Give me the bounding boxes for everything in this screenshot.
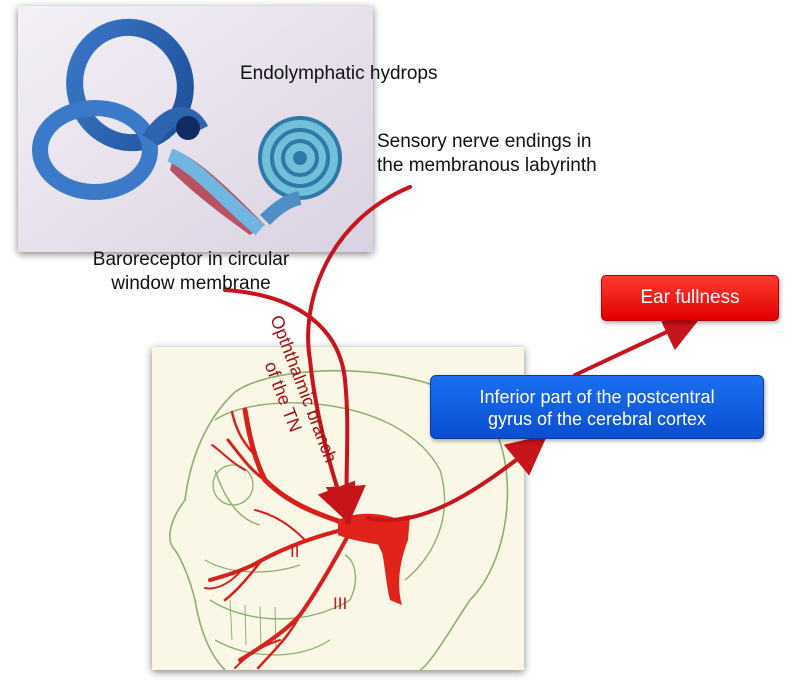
label-sensory-nerve-endings: Sensory nerve endings in the membranous … [377,130,597,178]
arrow-baroreceptor-to-ganglion [223,288,366,526]
label-sensory-line1: Sensory nerve endings in [377,131,592,152]
ear-fullness-box: Ear fullness [601,275,779,321]
arrow-sensory-to-ganglion [306,185,412,525]
gyrus-line2: gyrus of the cerebral cortex [487,409,707,429]
inner-ear-illustration [18,6,373,252]
label-sensory-line2: the membranous labyrinth [377,155,597,176]
arrow-cortex-to-ear-fullness [573,314,703,377]
label-baroreceptor: Baroreceptor in circular window membrane [78,248,304,296]
label-baro-line2: window membrane [111,273,271,294]
label-branch-ii: II [290,542,300,561]
arrow-ganglion-to-cortex [366,434,548,523]
postcentral-gyrus-box: Inferior part of the postcentral gyrus o… [430,375,764,439]
label-baro-line1: Baroreceptor in circular [92,249,290,270]
label-branch-iii: III [333,594,348,613]
label-endolymphatic-hydrops: Endolymphatic hydrops [240,63,438,84]
gyrus-line1: Inferior part of the postcentral [479,387,715,407]
pathway-arrows [223,185,703,526]
